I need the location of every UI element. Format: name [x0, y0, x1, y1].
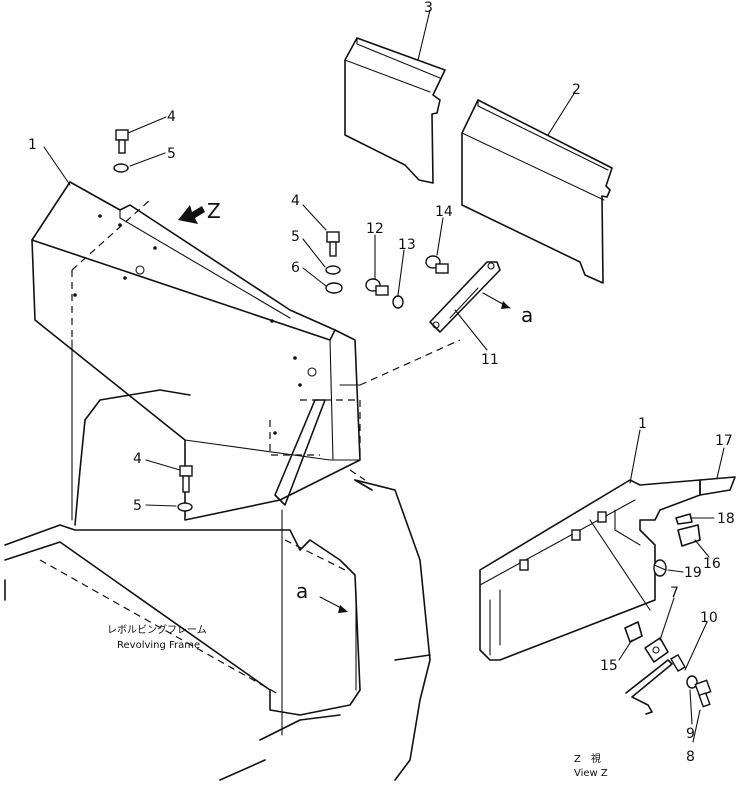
washer-5-mid [325, 265, 341, 275]
part-label-1-view-z: 1 [638, 416, 647, 432]
washer-13 [392, 295, 404, 309]
hinge-link-11 [429, 261, 501, 333]
washer-9 [686, 675, 698, 689]
part-label-16: 16 [703, 556, 721, 572]
part-label-6: 6 [291, 260, 300, 276]
part-label-5-low: 5 [133, 498, 142, 514]
part-label-7: 7 [670, 585, 679, 601]
ref-a-label-2: a [296, 579, 308, 603]
part-label-17: 17 [715, 433, 733, 449]
cover-panel-3 [344, 37, 446, 184]
cover-panel-2 [461, 99, 613, 284]
view-z-caption-en: View Z [574, 768, 608, 779]
stud-12 [365, 278, 389, 296]
revolving-frame [4, 339, 431, 781]
rod-10 [625, 653, 686, 715]
frame-caption-jp: レボルビングフレーム [107, 623, 207, 636]
part-label-11: 11 [481, 352, 499, 368]
washer-5-top [113, 163, 129, 173]
washer-6 [325, 282, 343, 294]
frame-caption-en: Revolving Frame [117, 640, 200, 651]
part-label-2: 2 [572, 82, 581, 98]
part-label-1: 1 [28, 137, 37, 153]
bracket-16 [677, 524, 701, 547]
part-label-12: 12 [366, 221, 384, 237]
view-z-arrow-label: Z [207, 199, 221, 223]
part-label-4-low: 4 [133, 451, 142, 467]
part-label-8: 8 [686, 749, 695, 765]
leader-lines [43, 9, 725, 743]
plate-17 [699, 476, 736, 496]
part-label-13: 13 [398, 237, 416, 253]
washer-5-low [177, 502, 193, 512]
hinge-mount-line [359, 339, 461, 386]
part-label-18: 18 [717, 511, 735, 527]
part-label-10: 10 [700, 610, 718, 626]
bolt-4-mid [326, 231, 340, 257]
part-label-4-top: 4 [167, 109, 176, 125]
part-label-5-top: 5 [167, 146, 176, 162]
view-z-arrow [178, 205, 205, 224]
ref-a-arrow-1 [482, 292, 511, 309]
bolt-4-top [115, 129, 129, 154]
bolt-8 [694, 679, 712, 708]
part-label-15: 15 [600, 658, 618, 674]
part-label-5-mid: 5 [291, 229, 300, 245]
part-label-14: 14 [435, 204, 453, 220]
stud-14 [425, 255, 449, 274]
part-label-4-mid: 4 [291, 193, 300, 209]
plate-15 [624, 621, 643, 643]
housing-1 [31, 181, 361, 521]
ref-a-arrow-2 [319, 596, 348, 613]
part-label-19: 19 [684, 565, 702, 581]
latch-7 [644, 637, 669, 663]
clip-18 [675, 513, 693, 525]
part-label-3: 3 [424, 0, 433, 16]
spring-19 [653, 559, 667, 577]
housing-1-view-z [479, 479, 701, 661]
view-z-caption-jp: Z 視 [574, 752, 601, 765]
ref-a-label-1: a [521, 303, 533, 327]
part-label-9: 9 [686, 726, 695, 742]
bolt-4-low [179, 465, 193, 493]
